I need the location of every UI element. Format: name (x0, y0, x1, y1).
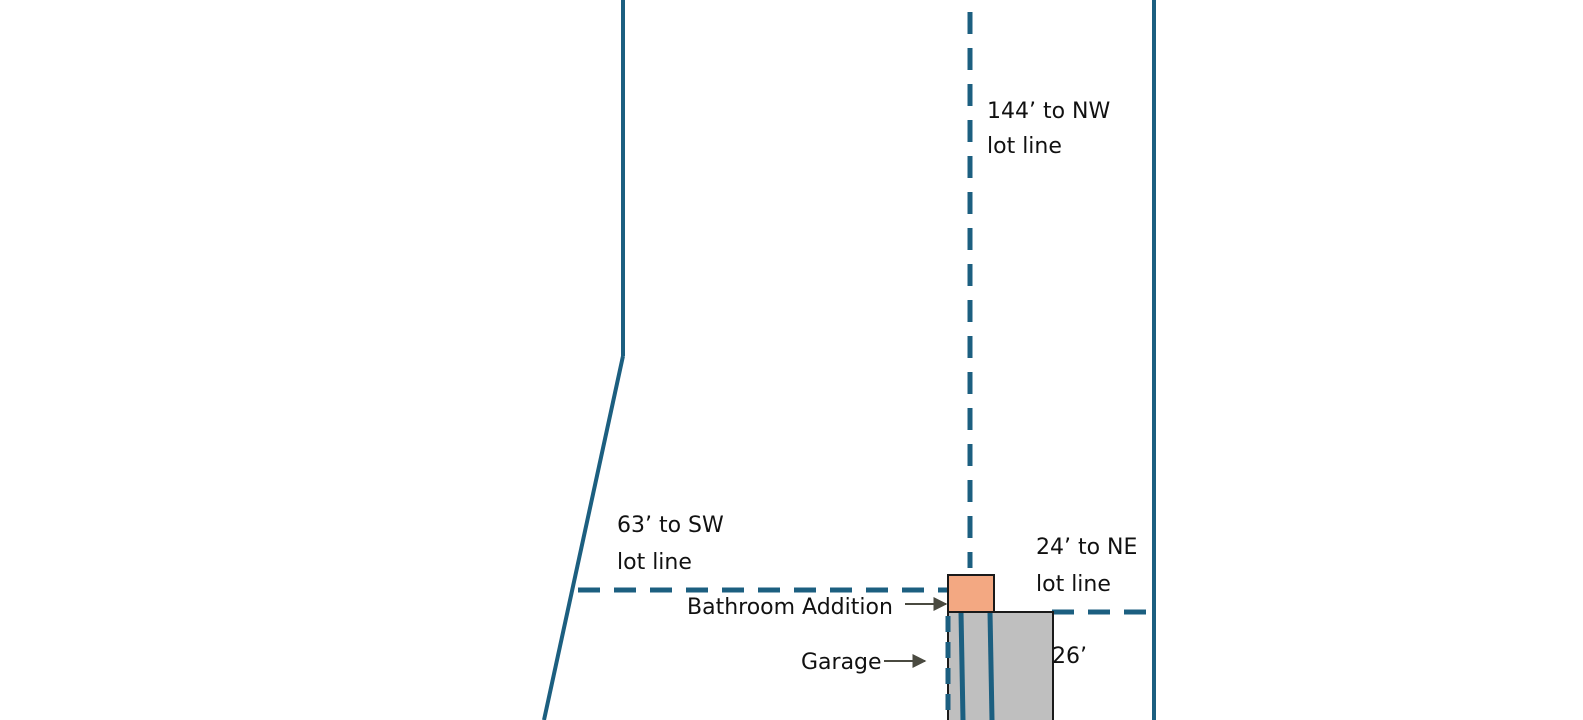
garage-inner-line-left (958, 611, 966, 720)
lot-line-southwest (542, 355, 625, 720)
garage-inner-line-right (987, 611, 995, 720)
nw-distance-label-line2: lot line (987, 134, 1062, 159)
garage-dimension-label: 26’ (1052, 644, 1087, 669)
ne-distance-label-line2: lot line (1036, 572, 1111, 597)
garage-label: Garage (801, 650, 882, 675)
bathroom-addition-rectangle (947, 574, 995, 613)
sw-distance-label-line2: lot line (617, 550, 692, 575)
sw-distance-label-line1: 63’ to SW (617, 513, 724, 538)
nw-distance-label-line1: 144’ to NW (987, 99, 1111, 124)
garage-rectangle (947, 611, 1054, 720)
ne-distance-label-line1: 24’ to NE (1036, 535, 1137, 560)
bathroom-addition-label: Bathroom Addition (687, 595, 893, 620)
